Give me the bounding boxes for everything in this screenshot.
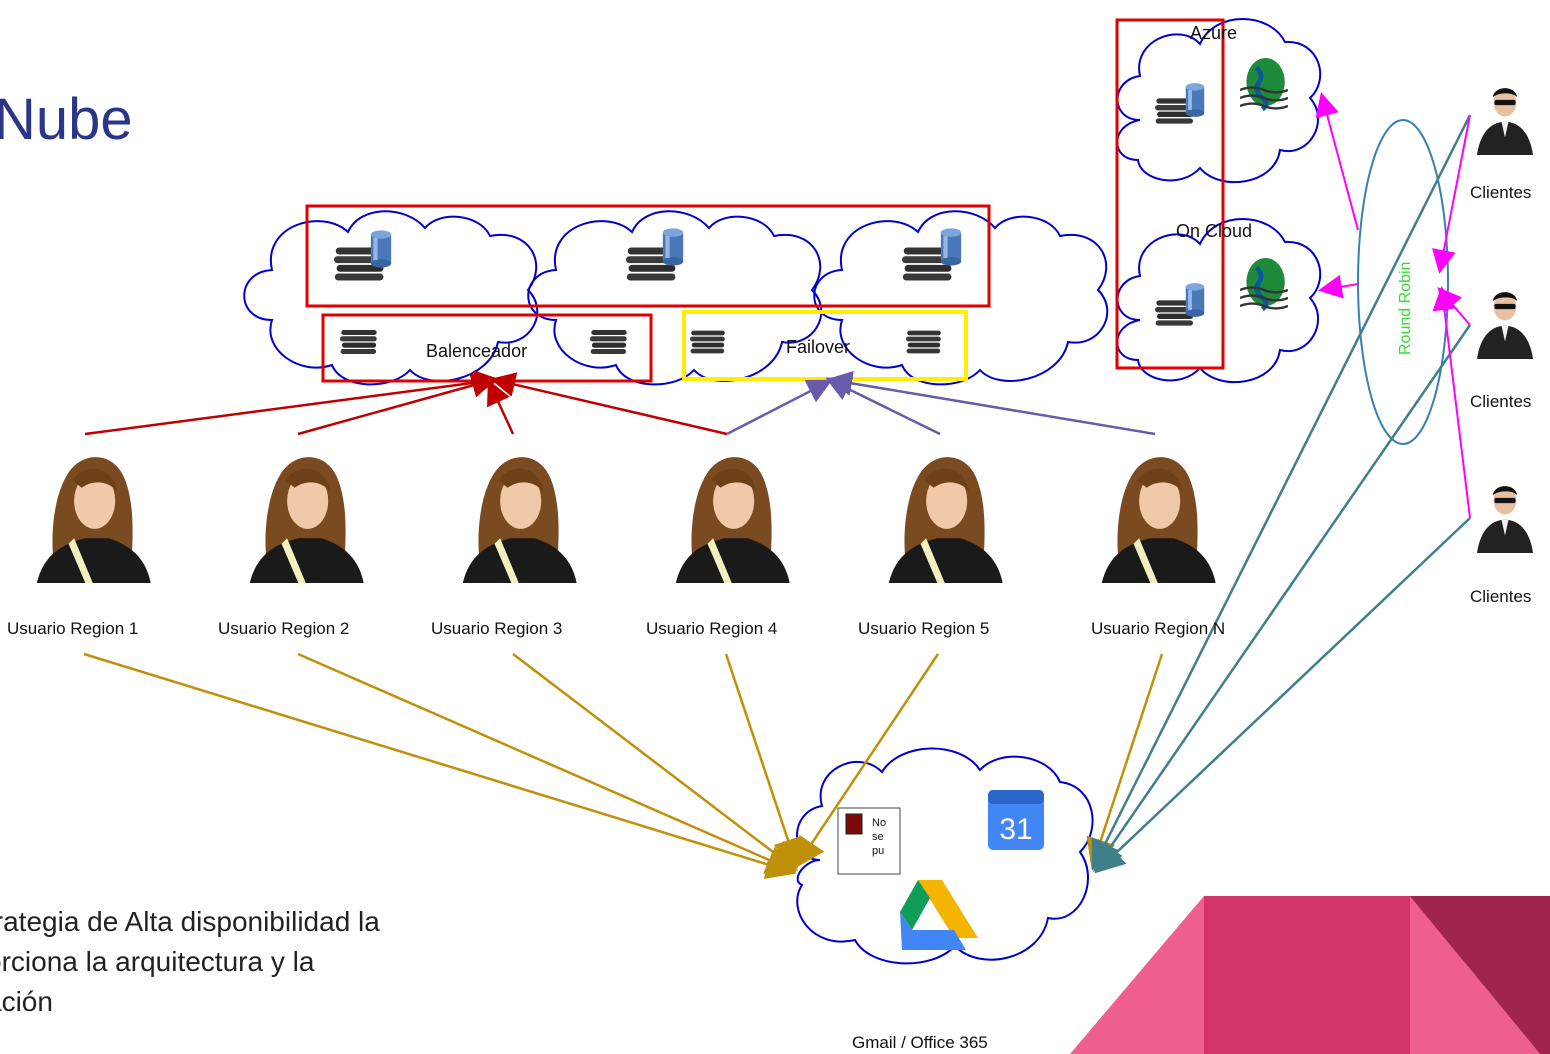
azure-label: Azure — [1190, 23, 1237, 43]
arrow-magenta — [1318, 274, 1359, 299]
arrow-purple — [827, 370, 1156, 436]
balancer-label: Balenceador — [426, 341, 527, 361]
arrow-red — [490, 372, 728, 436]
round-robin-ellipse — [1357, 119, 1449, 445]
failover-box — [682, 310, 968, 381]
round-robin-label: Round Robin — [1397, 262, 1414, 355]
failover-server-icon — [690, 330, 725, 354]
arrow-magenta — [1432, 114, 1471, 274]
arrow-gold — [1086, 653, 1164, 869]
user-label: Usuario Region 2 — [218, 619, 349, 638]
cloud-shape — [527, 210, 823, 386]
database-cylinder-icon — [662, 228, 684, 266]
globe-icon — [1240, 58, 1288, 109]
cloud-shape — [796, 747, 1094, 965]
failover-server-icon — [906, 330, 941, 354]
user-label: Usuario Region N — [1091, 619, 1225, 638]
woman-avatar-icon — [36, 457, 151, 583]
database-cylinder-icon — [1185, 283, 1205, 317]
cloud-shape — [813, 210, 1109, 386]
arrow-purple — [726, 379, 833, 436]
arrow-magenta — [1432, 286, 1471, 519]
failover-label: Failover — [786, 337, 850, 357]
arrow-gold — [83, 652, 797, 879]
hybrid-cloud-box — [1115, 18, 1225, 370]
man-avatar-icon — [1477, 292, 1533, 359]
broken-image-text: No se pu — [872, 817, 889, 857]
body-paragraph: trategia de Alta disponibilidad la orcio… — [0, 902, 546, 1022]
client-label: Clientes — [1470, 392, 1531, 411]
woman-avatar-icon — [249, 457, 364, 583]
arrow-red — [487, 379, 515, 435]
arrow-gold — [724, 653, 803, 869]
google-calendar-icon: 31 — [988, 790, 1044, 850]
woman-avatar-icon — [1101, 457, 1216, 583]
user-label: Usuario Region 1 — [7, 619, 138, 638]
oncloud-label: On Cloud — [1176, 221, 1252, 241]
body-line: trategia de Alta disponibilidad la — [0, 906, 380, 937]
arrow-gold — [297, 652, 797, 874]
database-cylinder-icon — [940, 228, 962, 266]
database-cylinder-icon — [1185, 83, 1205, 117]
user-label: Usuario Region 5 — [858, 619, 989, 638]
user-label: Usuario Region 4 — [646, 619, 777, 638]
cloud-shape — [243, 210, 539, 386]
google-drive-icon — [900, 880, 978, 950]
arrow-red — [297, 373, 497, 436]
load-balancer-icon — [340, 329, 377, 355]
deco-shape-dark — [1410, 896, 1550, 1054]
page-title: Nube — [0, 87, 133, 152]
client-label: Clientes — [1470, 587, 1531, 606]
arrow-red — [84, 370, 500, 436]
user-label: Usuario Region 3 — [431, 619, 562, 638]
arrow-gold — [512, 653, 798, 872]
woman-avatar-icon — [675, 457, 790, 583]
client-label: Clientes — [1470, 183, 1531, 202]
replicated-servers-box — [305, 204, 991, 308]
arrow-teal — [1093, 324, 1472, 873]
man-avatar-icon — [1477, 486, 1533, 553]
calendar-number: 31 — [999, 813, 1032, 846]
woman-avatar-icon — [462, 457, 577, 583]
arrow-teal — [1094, 517, 1471, 874]
woman-avatar-icon — [888, 457, 1003, 583]
arrow-teal — [1091, 114, 1472, 871]
arrow-magenta — [1315, 92, 1359, 231]
globe-icon — [1240, 258, 1288, 309]
database-cylinder-icon — [370, 230, 392, 268]
cloud-shape — [1116, 18, 1322, 184]
body-line: orciona la arquitectura y la — [0, 946, 315, 977]
saas-label: Gmail / Office 365 — [852, 1033, 988, 1052]
arrow-gold — [795, 653, 940, 869]
broken-image-icon — [837, 807, 901, 875]
load-balancer-icon — [590, 329, 627, 355]
man-avatar-icon — [1477, 88, 1533, 155]
cloud-shape — [1116, 218, 1322, 384]
